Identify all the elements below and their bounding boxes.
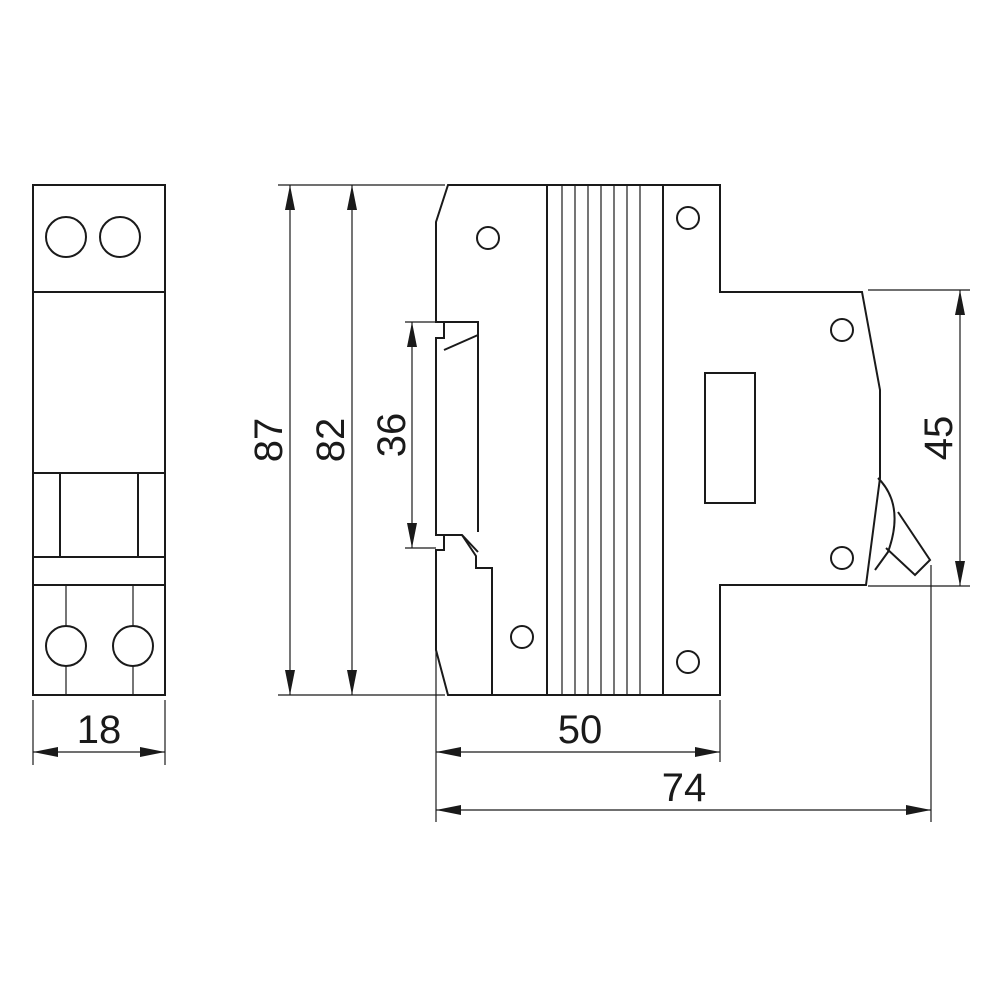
rivet-bottom-left bbox=[510, 625, 534, 649]
rivet-bottom-right bbox=[676, 650, 700, 674]
rivet-mid-bottom bbox=[830, 546, 854, 570]
dim-82-arrow-top bbox=[347, 185, 357, 210]
rail-clip-bottom-step bbox=[461, 534, 493, 695]
dim-36-arrow-bottom bbox=[407, 523, 417, 548]
side-view-outline bbox=[435, 184, 881, 696]
dim-50-label: 50 bbox=[558, 708, 603, 752]
front-terminal-screw-top-left bbox=[45, 216, 87, 258]
dim-74-arrow-right bbox=[906, 805, 931, 815]
dim-82-arrow-bottom bbox=[347, 670, 357, 695]
front-view-outline bbox=[32, 184, 166, 696]
dim-18-arrow-left bbox=[33, 747, 58, 757]
dim-36-label: 36 bbox=[370, 413, 414, 458]
dim-50-arrow-right bbox=[695, 747, 720, 757]
dim-45-arrow-bottom bbox=[955, 561, 965, 586]
dim-18-arrow-right bbox=[140, 747, 165, 757]
dim-87-arrow-top bbox=[285, 185, 295, 210]
dim-18-label: 18 bbox=[77, 708, 122, 752]
dim-87-arrow-bottom bbox=[285, 670, 295, 695]
front-terminal-screw-bottom-right bbox=[112, 625, 154, 667]
dim-74-arrow-left bbox=[436, 805, 461, 815]
front-terminal-screw-top-right bbox=[99, 216, 141, 258]
rivet-top-right bbox=[676, 206, 700, 230]
rivet-mid-top bbox=[830, 318, 854, 342]
dim-82-label: 82 bbox=[309, 418, 353, 463]
lever-handle bbox=[885, 511, 932, 577]
front-view: 18 bbox=[32, 184, 166, 765]
dim-87-label: 87 bbox=[247, 418, 291, 463]
dim-36-arrow-top bbox=[407, 322, 417, 347]
side-view: 87 82 36 45 50 74 bbox=[247, 184, 970, 822]
rivet-top-left bbox=[476, 226, 500, 250]
dim-45-arrow-top bbox=[955, 290, 965, 315]
front-terminal-screw-bottom-left bbox=[45, 625, 87, 667]
dim-50-arrow-left bbox=[436, 747, 461, 757]
label-window bbox=[704, 372, 756, 504]
rail-clip-top bbox=[436, 321, 479, 351]
dim-45-label: 45 bbox=[917, 416, 961, 461]
dim-74-label: 74 bbox=[662, 766, 707, 810]
